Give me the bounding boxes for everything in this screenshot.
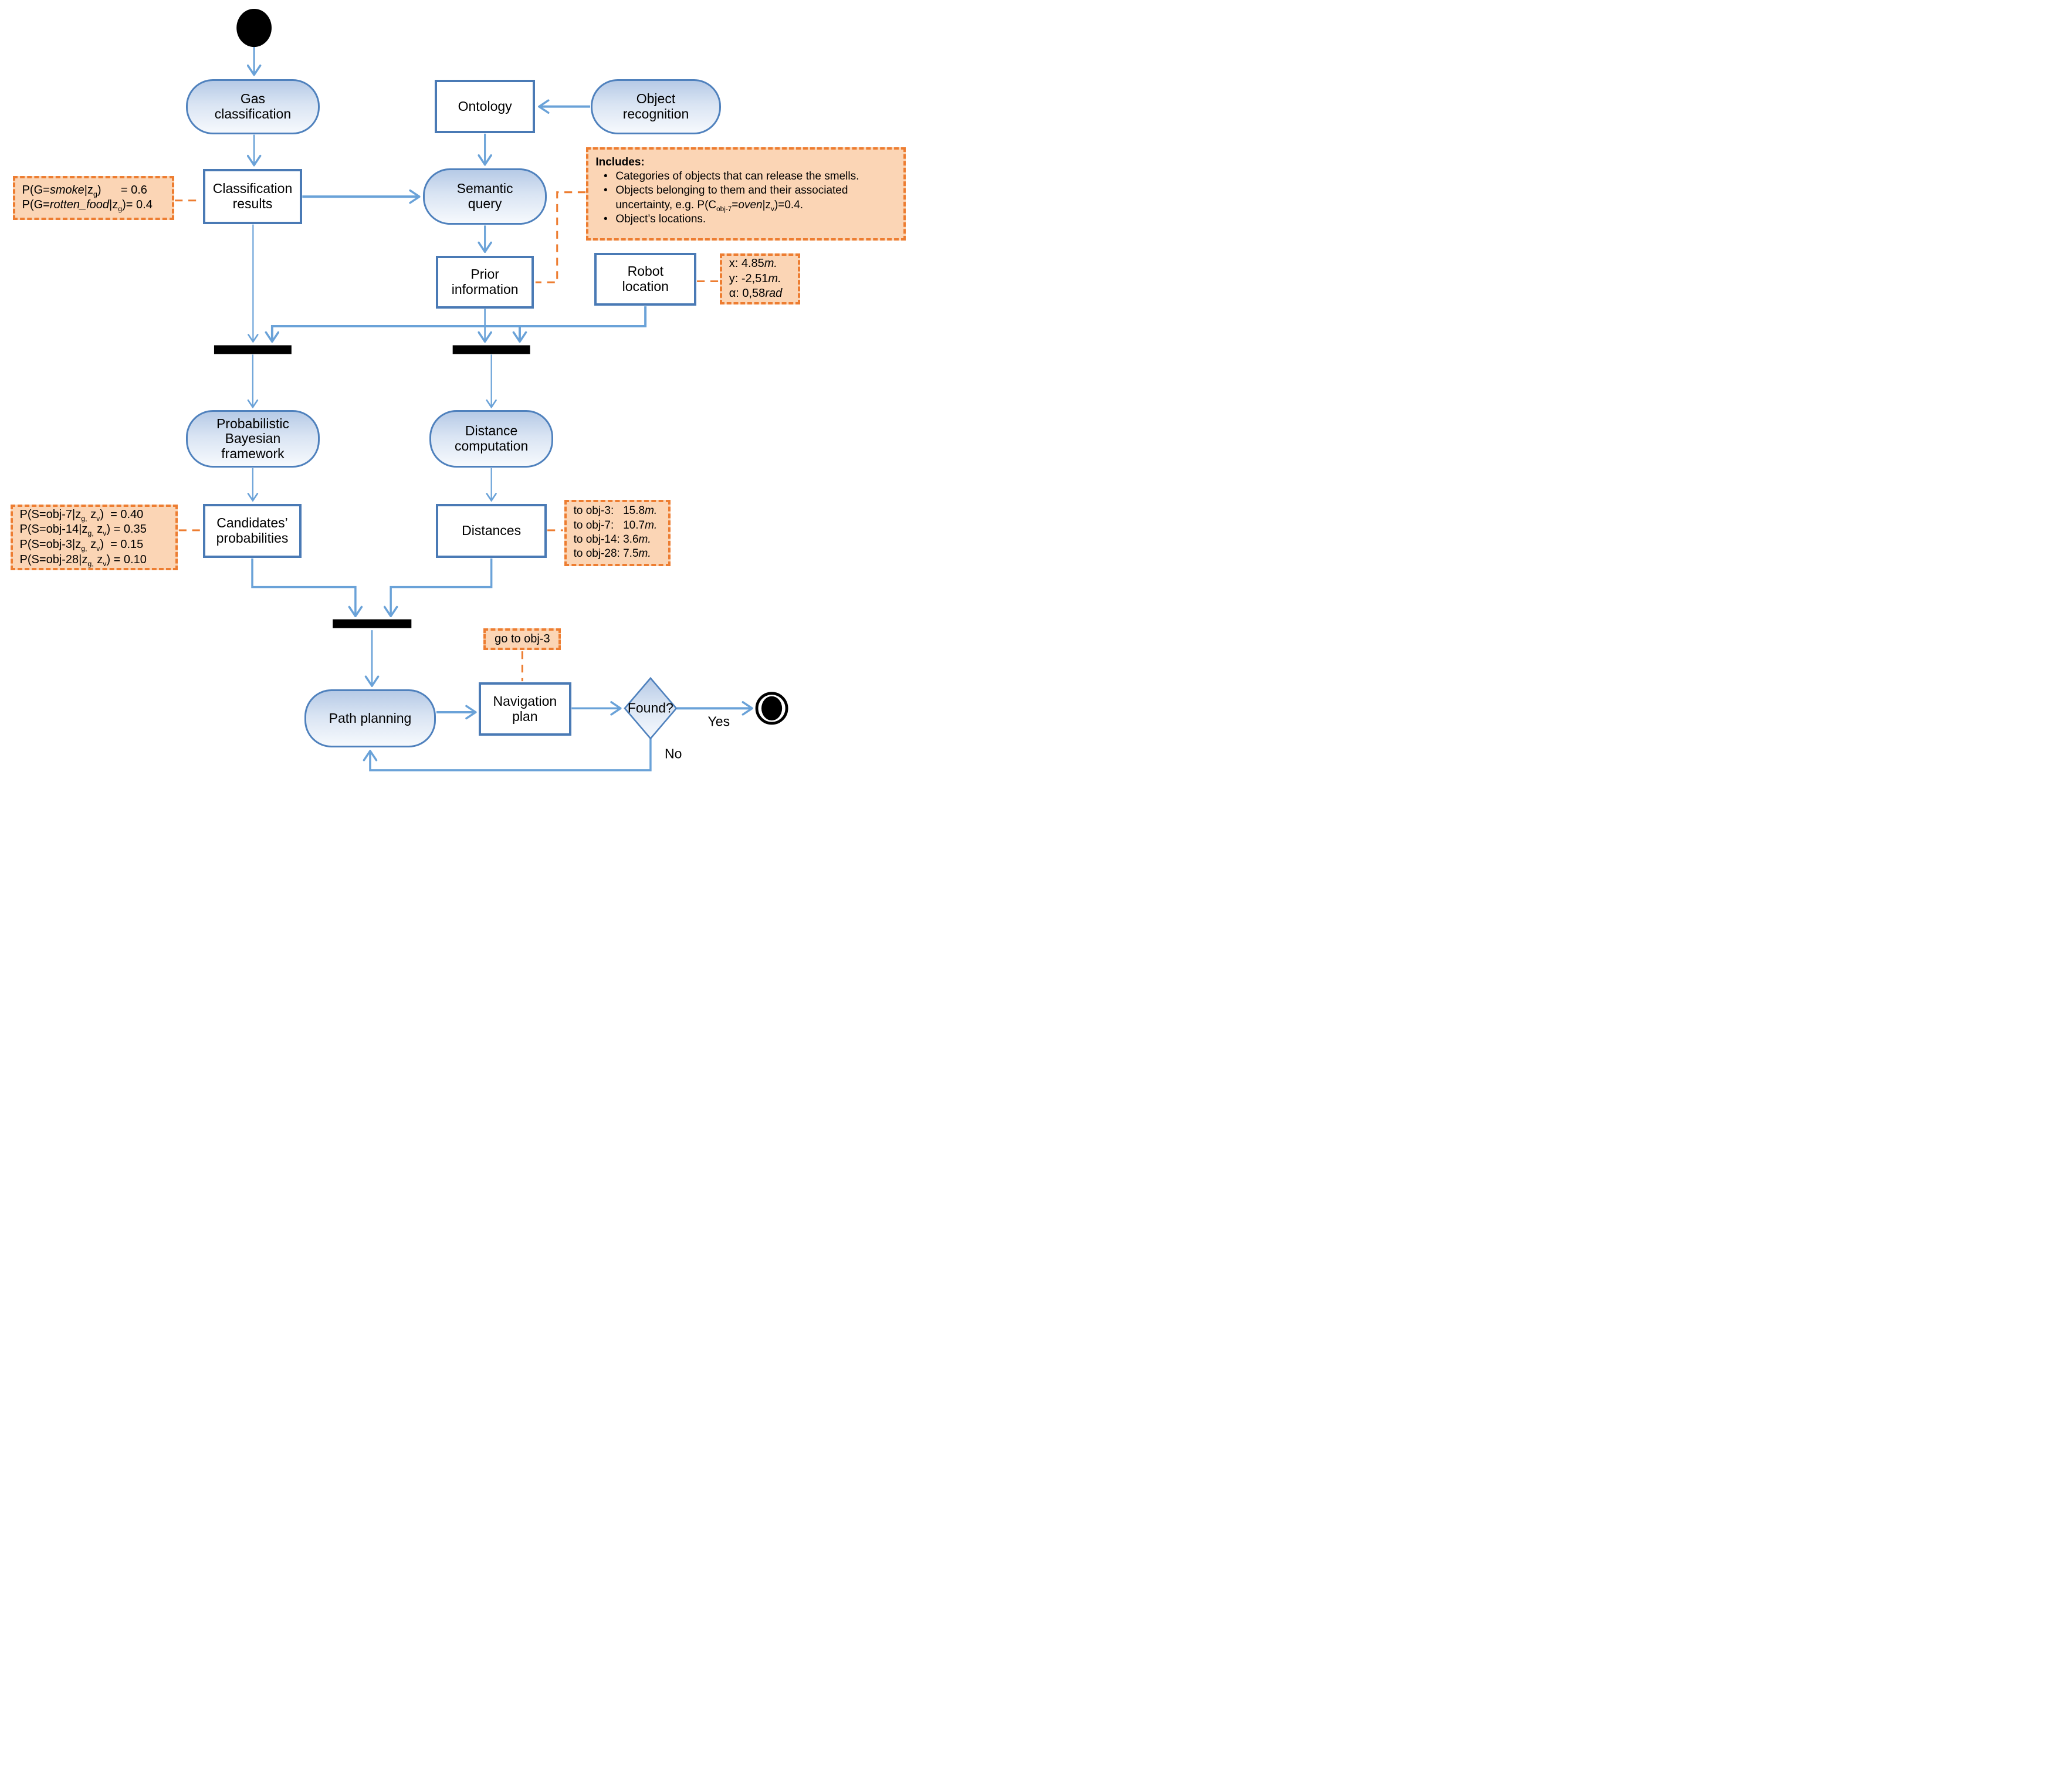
- activity-diagram-canvas: Gas classification Ontology Object recog…: [0, 0, 911, 779]
- note-line: P(S=obj-7|zg, zv) = 0.40: [19, 507, 144, 523]
- object-navigation-plan: Navigation plan: [479, 682, 571, 736]
- activity-label: Gas classification: [214, 91, 292, 122]
- edge-label-yes: Yes: [707, 713, 730, 729]
- edge-distances-to-join: [391, 558, 493, 616]
- note-includes: Includes: Categories of objects that can…: [586, 147, 906, 241]
- fork-bar-right: [452, 345, 530, 354]
- activity-gas-classification: Gas classification: [185, 79, 320, 134]
- note-line: to obj-14: 3.6m.: [573, 533, 651, 546]
- fork-bar-left: [214, 345, 292, 354]
- edge-robot-location-to-fork-left: [272, 306, 647, 341]
- end-node-inner-dot: [761, 696, 783, 721]
- note-line: P(G=rotten_food|zg)= 0.4: [22, 198, 153, 214]
- note-line: go to obj-3: [495, 632, 550, 646]
- note-bullet-text: Objects belonging to them and their asso…: [615, 184, 848, 213]
- activity-label: Distance computation: [454, 423, 529, 454]
- note-line: to obj-3: 15.8m.: [573, 505, 658, 517]
- note-includes-title: Includes:: [595, 155, 645, 168]
- activity-semantic-query: Semantic query: [423, 168, 547, 225]
- note-bullet: Objects belonging to them and their asso…: [595, 184, 896, 212]
- activity-label: Probabilistic Bayesian framework: [216, 415, 289, 462]
- note-line: y: -2,51m.: [729, 272, 781, 285]
- note-bullet: Object’s locations.: [595, 212, 896, 226]
- note-bullet: Categories of objects that can release t…: [595, 170, 896, 184]
- note-line: P(G=smoke|zg) = 0.6: [22, 183, 147, 198]
- note-line: α: 0,58rad: [729, 287, 783, 300]
- activity-probabilistic-bayesian-framework: Probabilistic Bayesian framework: [185, 410, 320, 468]
- note-line: to obj-7: 10.7m.: [573, 519, 658, 532]
- bullet-icon: [595, 184, 615, 212]
- object-label: Ontology: [458, 98, 512, 114]
- note-distances: to obj-3: 15.8m. to obj-7: 10.7m. to obj…: [564, 499, 671, 566]
- diagram-edges-layer: [175, 8, 788, 771]
- edge-found-no-to-path-planning: [370, 738, 652, 771]
- note-bullet-text: Categories of objects that can release t…: [615, 170, 859, 182]
- note-candidate-probabilities: P(S=obj-7|zg, zv) = 0.40 P(S=obj-14|zg, …: [10, 504, 178, 571]
- object-label: Distances: [462, 522, 522, 538]
- start-node: [236, 8, 272, 48]
- activity-object-recognition: Object recognition: [590, 79, 722, 134]
- activity-path-planning: Path planning: [304, 689, 436, 748]
- bullet-icon: [595, 170, 615, 184]
- activity-label: Object recognition: [622, 91, 689, 122]
- note-robot-pose: x: 4.85m. y: -2,51m. α: 0,58rad: [719, 253, 800, 304]
- object-label: Robot location: [622, 263, 669, 295]
- edge-candidates-to-join: [251, 558, 356, 616]
- join-bar: [333, 619, 412, 628]
- object-distances: Distances: [436, 503, 547, 558]
- object-label: Classification results: [212, 181, 293, 211]
- found-decision-diamond: [624, 676, 678, 740]
- note-line: P(S=obj-14|zg, zv) = 0.35: [19, 523, 147, 538]
- note-line: P(S=obj-3|zg, zv) = 0.15: [19, 537, 144, 553]
- activity-distance-computation: Distance computation: [429, 410, 554, 468]
- object-robot-location: Robot location: [594, 253, 697, 306]
- object-label: Navigation plan: [493, 693, 557, 724]
- edge-label-no: No: [664, 746, 682, 762]
- object-label: Candidates’ probabilities: [216, 515, 289, 546]
- activity-label: Semantic query: [456, 181, 513, 212]
- note-line: to obj-28: 7.5m.: [573, 547, 651, 560]
- bullet-icon: [595, 212, 615, 226]
- note-line: x: 4.85m.: [729, 257, 777, 270]
- object-candidates-probabilities: Candidates’ probabilities: [203, 503, 302, 558]
- note-gas-probabilities: P(G=smoke|zg) = 0.6 P(G=rotten_food|zg)=…: [12, 176, 174, 220]
- activity-label: Path planning: [329, 710, 412, 726]
- object-label: Prior information: [451, 266, 519, 297]
- object-prior-information: Prior information: [436, 255, 534, 309]
- object-classification-results: Classification results: [203, 169, 302, 224]
- found-decision-label: Found?: [627, 700, 673, 716]
- object-ontology: Ontology: [434, 80, 536, 134]
- note-bullet-text: Object’s locations.: [615, 212, 706, 225]
- note-line: P(S=obj-28|zg, zv) = 0.10: [19, 553, 147, 568]
- note-goto-obj3: go to obj-3: [483, 628, 561, 651]
- connector-note-includes-to-prior-information: [535, 191, 586, 283]
